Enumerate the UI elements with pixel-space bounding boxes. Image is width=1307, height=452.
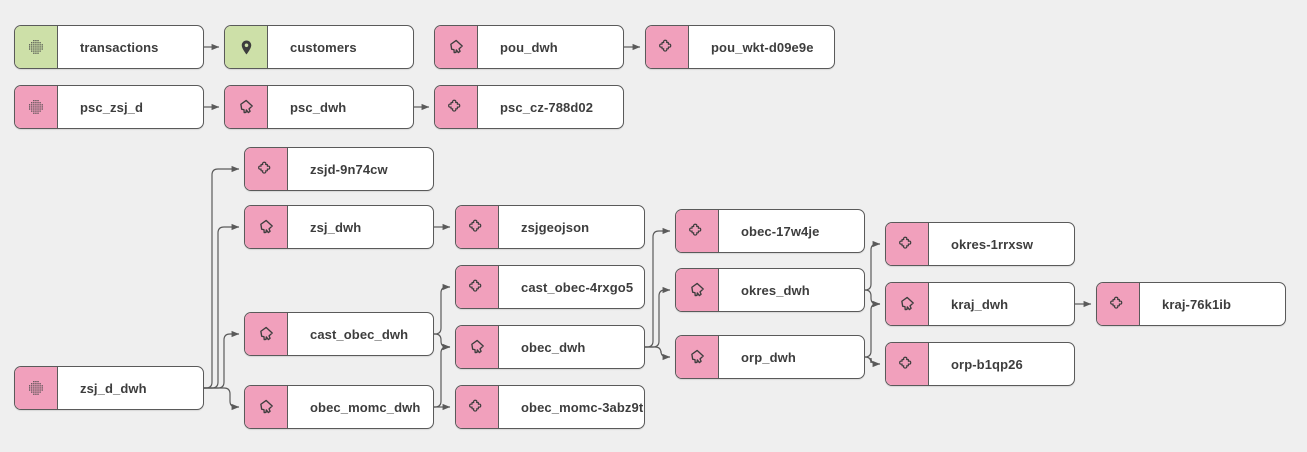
graph-node-zsjd-9n74cw[interactable]: zsjd-9n74cw (244, 147, 434, 191)
graph-node-psc_cz-788d02[interactable]: psc_cz-788d02 (434, 85, 624, 129)
graph-node-pou_wkt-d09e9e[interactable]: pou_wkt-d09e9e (645, 25, 835, 69)
graph-edge-obec_dwh-to-obec-17w4je (645, 227, 671, 348)
puzzle-piece-icon (456, 386, 499, 428)
polygon-icon (245, 206, 288, 248)
graph-node-label: kraj_dwh (951, 296, 1009, 312)
graph-edge-obec_dwh-to-orp_dwh (645, 346, 671, 361)
graph-node-cast_obec_dwh[interactable]: cast_obec_dwh (244, 312, 434, 356)
graph-node-obec_momc_dwh[interactable]: obec_momc_dwh (244, 385, 434, 429)
polygon-icon (456, 326, 499, 368)
graph-node-label: okres_dwh (741, 282, 810, 298)
grid-dots-icon (15, 26, 58, 68)
graph-node-okres_dwh[interactable]: okres_dwh (675, 268, 865, 312)
map-pin-icon (225, 26, 268, 68)
graph-node-label: pou_dwh (500, 39, 558, 55)
grid-dots-icon (15, 367, 58, 409)
graph-node-label: zsj_d_dwh (80, 380, 147, 396)
graph-node-kraj-76k1ib[interactable]: kraj-76k1ib (1096, 282, 1286, 326)
graph-node-label: orp-b1qp26 (951, 356, 1023, 372)
graph-edge-okres_dwh-to-kraj_dwh (864, 289, 881, 308)
graph-node-kraj_dwh[interactable]: kraj_dwh (885, 282, 1075, 326)
graph-node-label: obec_momc-3abz9t (521, 399, 644, 415)
graph-node-label: obec_dwh (521, 339, 586, 355)
graph-node-label: psc_cz-788d02 (500, 99, 594, 115)
graph-node-orp_dwh[interactable]: orp_dwh (675, 335, 865, 379)
graph-edge-okres_dwh-to-okres-1rrxsw (864, 240, 881, 291)
graph-edge-orp_dwh-to-orp-b1qp26 (864, 356, 881, 368)
graph-edge-zsj_d_dwh-to-zsj_dwh (204, 223, 240, 389)
graph-node-label: zsjgeojson (521, 219, 590, 235)
graph-node-label: obec-17w4je (741, 223, 820, 239)
graph-node-cast_obec-4rxgo5[interactable]: cast_obec-4rxgo5 (455, 265, 645, 309)
graph-node-customers[interactable]: customers (224, 25, 414, 69)
polygon-icon (676, 269, 719, 311)
graph-edge-cast_obec_dwh-to-obec_dwh (434, 333, 451, 351)
graph-node-label: cast_obec_dwh (310, 326, 409, 342)
graph-node-okres-1rrxsw[interactable]: okres-1rrxsw (885, 222, 1075, 266)
polygon-icon (435, 26, 478, 68)
puzzle-piece-icon (456, 206, 499, 248)
graph-node-zsjgeojson[interactable]: zsjgeojson (455, 205, 645, 249)
graph-node-label: pou_wkt-d09e9e (711, 39, 814, 55)
graph-node-label: psc_dwh (290, 99, 347, 115)
graph-node-label: kraj-76k1ib (1162, 296, 1232, 312)
graph-node-obec_dwh[interactable]: obec_dwh (455, 325, 645, 369)
puzzle-piece-icon (456, 266, 499, 308)
graph-edge-orp_dwh-to-kraj_dwh (864, 300, 881, 358)
graph-node-label: customers (290, 39, 357, 55)
graph-edge-obec_dwh-to-okres_dwh (645, 286, 671, 348)
polygon-icon (676, 336, 719, 378)
graph-node-pou_dwh[interactable]: pou_dwh (434, 25, 624, 69)
graph-edge-zsj_d_dwh-to-obec_momc_dwh (204, 387, 240, 411)
graph-edge-zsj_d_dwh-to-cast_obec_dwh (204, 330, 240, 389)
polygon-icon (245, 386, 288, 428)
puzzle-piece-icon (245, 148, 288, 190)
graph-node-label: zsj_dwh (310, 219, 362, 235)
grid-dots-icon (15, 86, 58, 128)
graph-node-obec_momc-3abz9t[interactable]: obec_momc-3abz9t (455, 385, 645, 429)
puzzle-piece-icon (435, 86, 478, 128)
puzzle-piece-icon (886, 343, 929, 385)
graph-node-transactions[interactable]: transactions (14, 25, 204, 69)
graph-node-label: transactions (80, 39, 159, 55)
graph-node-zsj_dwh[interactable]: zsj_dwh (244, 205, 434, 249)
graph-node-label: obec_momc_dwh (310, 399, 421, 415)
graph-node-orp-b1qp26[interactable]: orp-b1qp26 (885, 342, 1075, 386)
graph-edge-obec_momc_dwh-to-obec_dwh (434, 343, 451, 408)
puzzle-piece-icon (676, 210, 719, 252)
graph-node-psc_dwh[interactable]: psc_dwh (224, 85, 414, 129)
graph-node-label: okres-1rrxsw (951, 236, 1034, 252)
puzzle-piece-icon (886, 223, 929, 265)
graph-node-psc_zsj_d[interactable]: psc_zsj_d (14, 85, 204, 129)
graph-edge-zsj_d_dwh-to-zsjd-9n74cw (204, 165, 240, 389)
polygon-icon (245, 313, 288, 355)
graph-node-label: psc_zsj_d (80, 99, 144, 115)
polygon-icon (225, 86, 268, 128)
puzzle-piece-icon (646, 26, 689, 68)
graph-node-label: zsjd-9n74cw (310, 161, 388, 177)
graph-node-label: cast_obec-4rxgo5 (521, 279, 634, 295)
graph-node-label: orp_dwh (741, 349, 796, 365)
puzzle-piece-icon (1097, 283, 1140, 325)
graph-node-zsj_d_dwh[interactable]: zsj_d_dwh (14, 366, 204, 410)
graph-edge-cast_obec_dwh-to-cast_obec-4rxgo5 (434, 283, 451, 335)
polygon-icon (886, 283, 929, 325)
graph-node-obec-17w4je[interactable]: obec-17w4je (675, 209, 865, 253)
